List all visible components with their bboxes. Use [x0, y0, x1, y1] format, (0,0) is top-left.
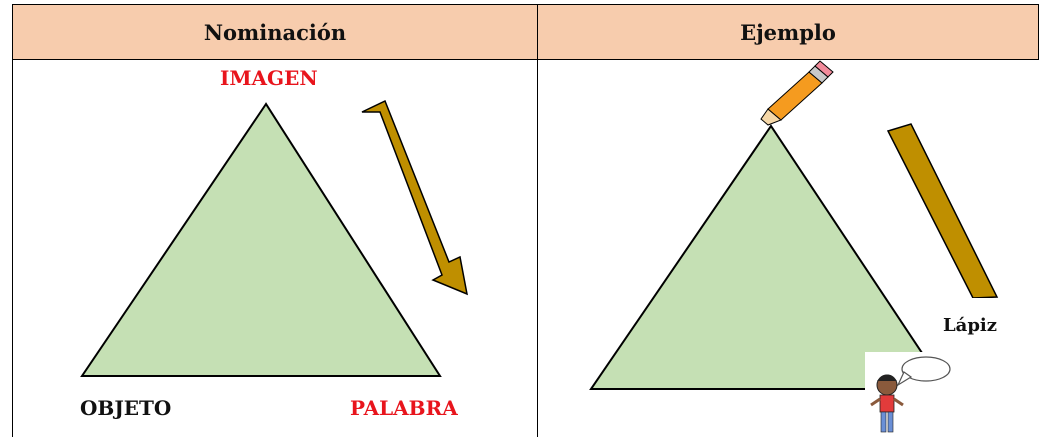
arrow-icon	[886, 123, 999, 299]
label-objeto: OBJETO	[80, 396, 172, 420]
label-backdrop	[946, 298, 1008, 354]
child-speech-bubble-icon	[865, 352, 951, 437]
comparison-table: Nominación Ejemplo	[12, 4, 1039, 437]
table-left-border	[12, 60, 13, 437]
table-middle-border	[537, 60, 538, 437]
header-nominacion: Nominación	[12, 4, 538, 60]
nominacion-triangle	[80, 102, 442, 377]
label-lapiz: Lápiz	[943, 315, 997, 336]
arrow-icon	[361, 99, 468, 296]
pencil-icon	[760, 60, 834, 126]
label-imagen: IMAGEN	[220, 66, 318, 90]
header-ejemplo: Ejemplo	[537, 4, 1039, 60]
label-palabra: PALABRA	[350, 396, 458, 420]
ejemplo-triangle	[589, 124, 948, 390]
